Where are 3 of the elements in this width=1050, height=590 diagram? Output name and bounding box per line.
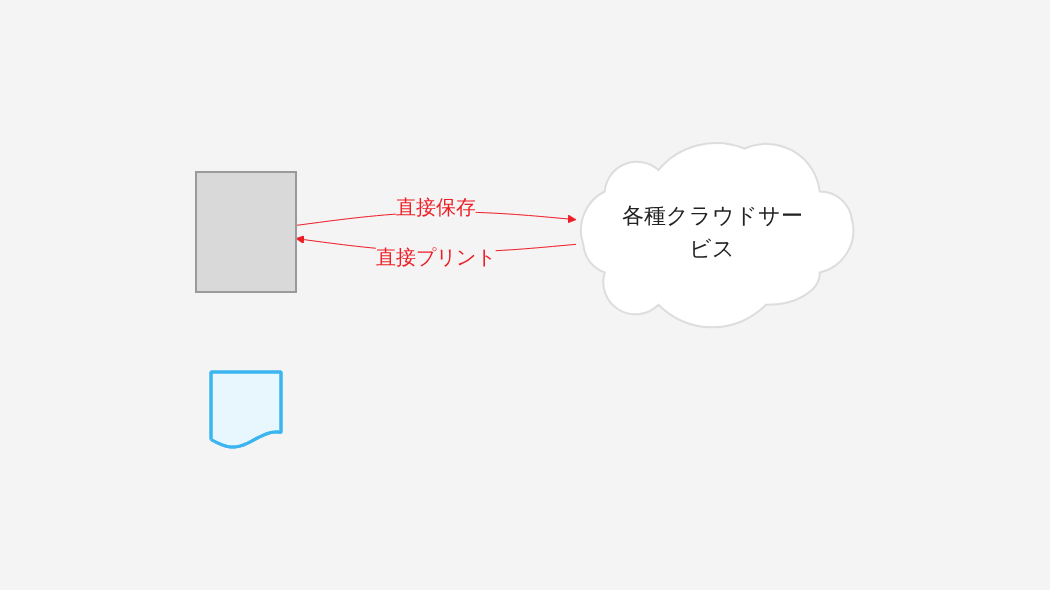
node-box: [195, 171, 298, 293]
edge-label: 直接保存: [396, 195, 477, 220]
edge-label: 直接プリント: [376, 244, 497, 269]
